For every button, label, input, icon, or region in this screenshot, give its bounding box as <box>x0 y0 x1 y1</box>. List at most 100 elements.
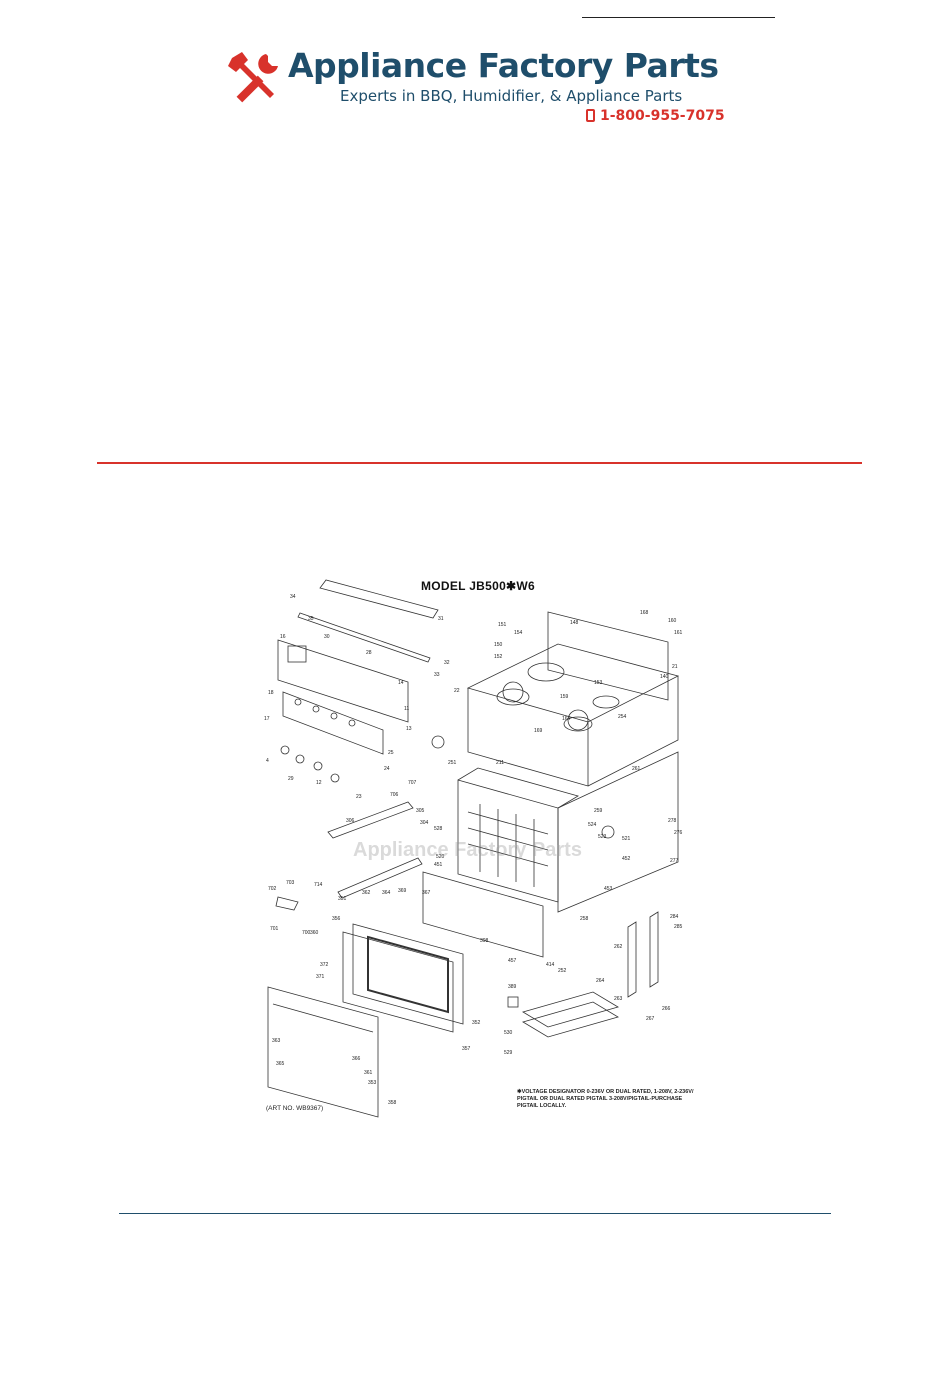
svg-text:701: 701 <box>270 926 279 932</box>
svg-text:17: 17 <box>264 716 270 722</box>
svg-text:153: 153 <box>594 680 603 686</box>
svg-text:284: 284 <box>670 914 679 920</box>
svg-text:261: 261 <box>632 766 641 772</box>
svg-text:361: 361 <box>364 1070 373 1076</box>
svg-text:18: 18 <box>268 690 274 696</box>
svg-text:254: 254 <box>618 714 627 720</box>
svg-text:263: 263 <box>614 996 623 1002</box>
svg-text:30: 30 <box>324 634 330 640</box>
brand-tagline: Experts in BBQ, Humidifier, & Appliance … <box>340 87 683 105</box>
svg-text:252: 252 <box>558 968 567 974</box>
svg-text:159: 159 <box>560 694 569 700</box>
svg-text:160: 160 <box>668 618 677 624</box>
svg-text:277: 277 <box>670 858 679 864</box>
svg-text:12: 12 <box>316 780 322 786</box>
svg-text:28: 28 <box>366 650 372 656</box>
svg-text:358: 358 <box>388 1100 397 1106</box>
section-divider-blue <box>119 1213 831 1214</box>
svg-text:372: 372 <box>320 962 329 968</box>
svg-text:366: 366 <box>352 1056 361 1062</box>
watermark: Appliance Factory Parts <box>353 839 582 861</box>
svg-text:360: 360 <box>310 930 319 936</box>
brand-name: Appliance Factory Parts <box>288 46 719 85</box>
svg-text:389: 389 <box>508 984 517 990</box>
svg-text:16: 16 <box>280 634 286 640</box>
svg-text:414: 414 <box>546 962 555 968</box>
svg-text:457: 457 <box>508 958 517 964</box>
svg-text:164: 164 <box>562 716 571 722</box>
svg-text:351: 351 <box>338 896 347 902</box>
svg-text:700: 700 <box>302 930 311 936</box>
svg-text:278: 278 <box>668 818 677 824</box>
svg-text:530: 530 <box>504 1030 513 1036</box>
svg-text:529: 529 <box>504 1050 513 1056</box>
svg-text:22: 22 <box>454 688 460 694</box>
svg-text:140: 140 <box>660 674 669 680</box>
phone-text: 1-800-955-7075 <box>600 108 725 124</box>
svg-text:4: 4 <box>266 758 269 764</box>
svg-text:352: 352 <box>472 1020 481 1026</box>
svg-text:520: 520 <box>436 854 445 860</box>
wrench-screwdriver-icon <box>228 52 278 103</box>
art-number: (ART NO. WB9367) <box>266 1105 324 1112</box>
svg-text:32: 32 <box>444 660 450 666</box>
svg-text:524: 524 <box>588 822 597 828</box>
svg-text:151: 151 <box>498 622 507 628</box>
svg-text:285: 285 <box>674 924 683 930</box>
svg-text:365: 365 <box>276 1061 285 1067</box>
svg-text:702: 702 <box>268 886 277 892</box>
svg-text:452: 452 <box>622 856 631 862</box>
svg-text:362: 362 <box>362 890 371 896</box>
diagram-title: MODEL JB500✱W6 <box>420 579 536 593</box>
svg-text:29: 29 <box>288 776 294 782</box>
svg-text:304: 304 <box>420 820 429 826</box>
svg-text:152: 152 <box>494 654 503 660</box>
svg-text:25: 25 <box>388 750 394 756</box>
svg-text:714: 714 <box>314 882 323 888</box>
svg-text:14: 14 <box>398 680 404 686</box>
svg-text:31: 31 <box>438 616 444 622</box>
svg-text:258: 258 <box>580 916 589 922</box>
phone-icon <box>586 109 595 122</box>
top-rule <box>582 17 775 18</box>
svg-text:34: 34 <box>290 594 296 600</box>
svg-text:169: 169 <box>534 728 543 734</box>
svg-text:398: 398 <box>480 938 489 944</box>
svg-text:528: 528 <box>434 826 443 832</box>
svg-text:357: 357 <box>462 1046 471 1052</box>
phone-number[interactable]: 1-800-955-7075 <box>586 108 725 124</box>
svg-text:24: 24 <box>384 766 390 772</box>
svg-text:371: 371 <box>316 974 325 980</box>
svg-text:259: 259 <box>594 808 603 814</box>
svg-text:523: 523 <box>598 834 607 840</box>
svg-text:33: 33 <box>434 672 440 678</box>
svg-text:364: 364 <box>382 890 391 896</box>
svg-text:369: 369 <box>398 888 407 894</box>
svg-text:367: 367 <box>422 890 431 896</box>
svg-text:353: 353 <box>368 1080 377 1086</box>
svg-text:264: 264 <box>596 978 605 984</box>
svg-text:706: 706 <box>390 792 399 798</box>
svg-text:251: 251 <box>448 760 457 766</box>
svg-text:521: 521 <box>622 836 631 842</box>
svg-text:150: 150 <box>494 642 503 648</box>
svg-text:154: 154 <box>514 630 523 636</box>
svg-text:35: 35 <box>308 616 314 622</box>
svg-text:266: 266 <box>662 1006 671 1012</box>
voltage-note: ✱VOLTAGE DESIGNATOR 0-236V OR DUAL RATED… <box>517 1089 694 1109</box>
svg-text:161: 161 <box>674 630 683 636</box>
svg-text:703: 703 <box>286 880 295 886</box>
svg-text:13: 13 <box>406 726 412 732</box>
svg-text:451: 451 <box>434 862 443 868</box>
svg-text:363: 363 <box>272 1038 281 1044</box>
section-divider-red <box>97 462 862 464</box>
svg-text:168: 168 <box>640 610 649 616</box>
svg-text:21: 21 <box>672 664 678 670</box>
brand-header[interactable]: Appliance Factory Parts Experts in BBQ, … <box>224 42 744 137</box>
svg-text:148: 148 <box>570 620 579 626</box>
svg-text:11: 11 <box>404 706 409 712</box>
svg-text:306: 306 <box>346 818 355 824</box>
svg-text:211: 211 <box>496 760 504 766</box>
